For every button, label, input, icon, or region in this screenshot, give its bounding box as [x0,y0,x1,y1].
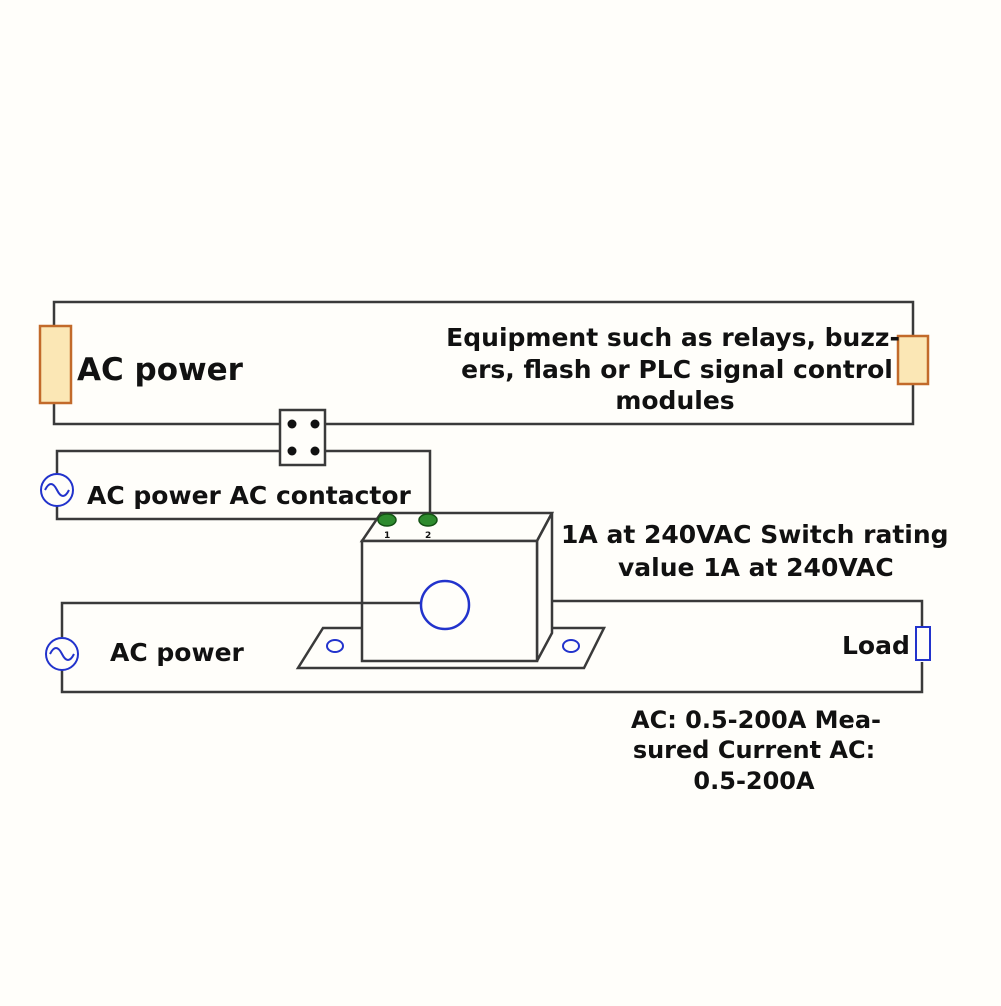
load-label: Load [842,631,910,660]
measured-current-label-line3: 0.5-200A [693,767,815,795]
contactor-contact-1 [287,419,297,429]
ac-power-top-resistor [38,324,73,405]
ac-source-bottom [45,637,79,671]
measured-current-label-line2: sured Current AC: [633,736,875,764]
ac-contactor [278,408,327,467]
contactor-contact-3 [287,446,297,456]
output-terminal-1-label: 1 [384,531,390,541]
current-sensor-switch: 1 2 [295,511,607,670]
equipment-label-line1: Equipment such as relays, buzz- [446,323,900,352]
output-terminal-1 [377,513,397,527]
contactor-contact-2 [310,419,320,429]
ac-source-middle-wave [44,483,70,497]
ac-power-bottom-label: AC power [110,638,245,667]
measured-current-label-line1: AC: 0.5-200A Mea- [631,706,881,734]
switch-rating-label-line2: value 1A at 240VAC [618,553,894,582]
output-terminal-2-label: 2 [425,531,431,541]
ac-source-bottom-wave [49,647,75,661]
mounting-hole-left [326,639,344,653]
ac-power-top-label: AC power [77,352,244,388]
contactor-box [278,408,327,467]
bottom-loop-wire [60,599,924,694]
equipment-label-line3: modules [615,386,734,415]
middle-return-wire [325,449,432,514]
sensor-through-hole [419,579,471,631]
equipment-resistor [896,334,930,386]
ac-source-middle [40,473,74,507]
sensor-body-side [535,512,554,662]
output-terminal-2 [418,513,438,527]
mounting-hole-right [562,639,580,653]
contactor-contact-4 [310,446,320,456]
equipment-label-line2: ers, flash or PLC signal control [461,355,893,384]
ac-power-contactor-label: AC power AC contactor [87,481,412,510]
load-resistor [915,626,931,661]
switch-rating-label-line1: 1A at 240VAC Switch rating [561,520,949,549]
top-loop-wire [52,300,915,426]
